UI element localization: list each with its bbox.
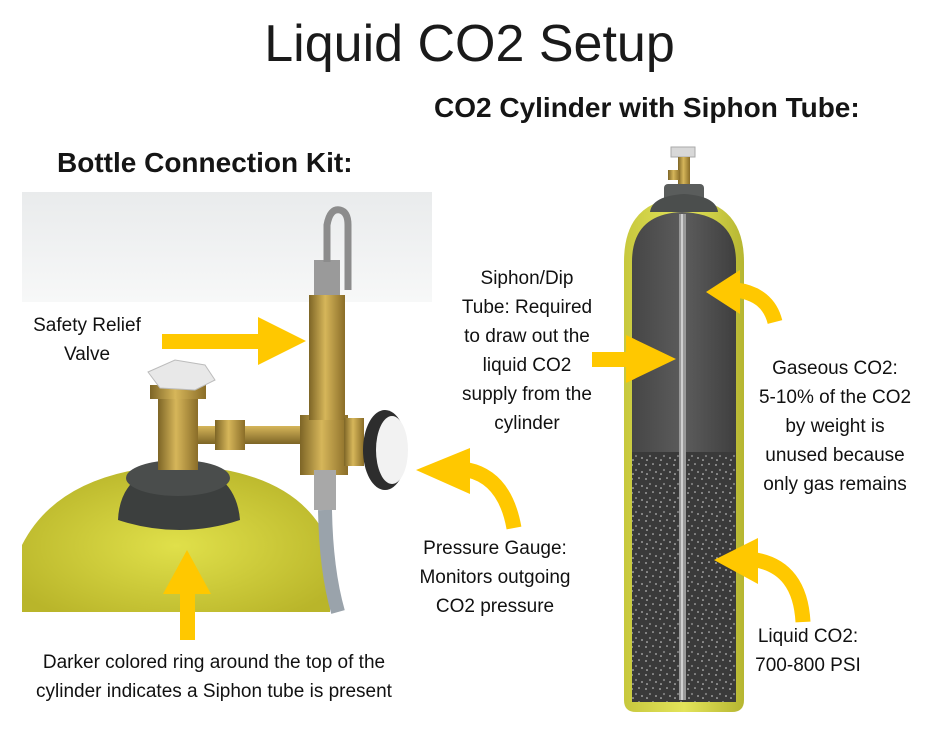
label-line: 700-800 PSI (755, 655, 861, 676)
label-line: cylinder (494, 413, 560, 434)
arrows (162, 317, 676, 640)
label-line: cylinder indicates a Siphon tube is pres… (36, 681, 392, 702)
arrow-liquid (754, 552, 811, 623)
kit-section-heading: Bottle Connection Kit: (57, 147, 353, 178)
arrow-siphon-tube (592, 335, 676, 383)
label-line: Siphon/Dip (480, 268, 574, 289)
label-line: 5-10% of the CO2 (758, 387, 912, 408)
label-line: Gaseous CO2: (772, 358, 898, 379)
arrow-dark-ring (163, 550, 211, 640)
label-line: only gas remains (763, 474, 907, 495)
label-line: Liquid CO2: (757, 626, 859, 647)
curved-arrows (466, 282, 811, 623)
label-line: Safety Relief (33, 315, 141, 336)
label-line: unused because (765, 445, 905, 466)
label-siphon-tube: Siphon/Dip Tube: Required to draw out th… (442, 264, 612, 438)
bottle-connection-kit-image (22, 192, 432, 614)
label-line: Pressure Gauge: (423, 538, 567, 559)
label-line: supply from the (462, 384, 592, 405)
label-gaseous-co2: Gaseous CO2: 5-10% of the CO2 by weight … (742, 354, 928, 499)
label-line: by weight is (785, 416, 885, 437)
label-line: Tube: Required (461, 297, 593, 318)
cylinder-section-heading: CO2 Cylinder with Siphon Tube: (434, 92, 860, 123)
label-line: Darker colored ring around the top of th… (42, 652, 386, 673)
arrow-pressure-gauge (466, 462, 522, 530)
label-line: liquid CO2 (482, 355, 572, 376)
page-title: Liquid CO2 Setup (264, 15, 675, 73)
arrow-gaseous (734, 282, 783, 325)
label-line: Monitors outgoing (419, 567, 571, 588)
label-line: CO2 pressure (435, 596, 555, 617)
label-pressure-gauge: Pressure Gauge: Monitors outgoing CO2 pr… (400, 534, 590, 621)
label-line: Valve (63, 344, 111, 365)
label-line: to draw out the (464, 326, 590, 347)
label-dark-ring: Darker colored ring around the top of th… (4, 648, 424, 706)
label-liquid-co2: Liquid CO2: 700-800 PSI (740, 622, 876, 680)
co2-cylinder-image (624, 146, 744, 712)
label-safety-relief-valve: Safety Relief Valve (14, 311, 160, 369)
arrow-safety-relief (162, 317, 306, 365)
